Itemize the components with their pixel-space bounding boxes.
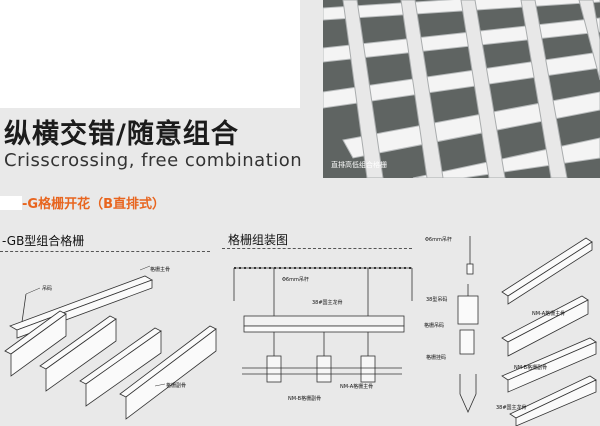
- label-nm-b: NM-B格栅副骨: [288, 396, 322, 402]
- label-38-hanger: 38型吊码: [426, 297, 448, 303]
- divider-left: [0, 251, 210, 252]
- headline-english: Crisscrossing, free combination: [4, 150, 303, 171]
- white-mark: [0, 196, 22, 210]
- assembly-label: 格栅组装图: [228, 233, 289, 247]
- parts-diagram: [457, 236, 597, 426]
- divider-middle: [222, 248, 412, 249]
- label-grille-hanger: 格栅吊码: [424, 323, 445, 329]
- left-grille-diagram: [4, 265, 217, 420]
- blank-white-area: [0, 0, 300, 108]
- label-rod: Φ6mm吊杆: [282, 277, 309, 283]
- gb-label: -GB型组合格栅: [2, 234, 85, 248]
- section-title: -G格栅开花（B直排式）: [22, 197, 165, 212]
- grille-photo-art: [323, 0, 600, 178]
- label-grille-hook: 格栅挂码: [426, 355, 447, 361]
- assembly-diagram: [233, 267, 413, 383]
- label-right-nm-a: NM-A格栅主骨: [532, 311, 566, 317]
- label-38-keel: 38#国主龙骨: [312, 300, 343, 306]
- label-right-38-keel: 38#国主龙骨: [496, 405, 527, 411]
- label-main-keel: 格栅主骨: [150, 267, 171, 273]
- label-nm-a: NM-A格栅主骨: [340, 384, 374, 390]
- label-right-rod: Φ6mm吊杆: [425, 237, 452, 243]
- headline-chinese: 纵横交错/随意组合: [4, 119, 239, 150]
- grille-photo: [323, 0, 600, 178]
- label-right-nm-b: NM-B格栅副骨: [514, 365, 548, 371]
- label-hanger-code: 吊码: [42, 286, 53, 292]
- photo-caption: 直排高低组合格栅: [331, 161, 387, 169]
- label-sub-keel: 格栅副骨: [166, 383, 187, 389]
